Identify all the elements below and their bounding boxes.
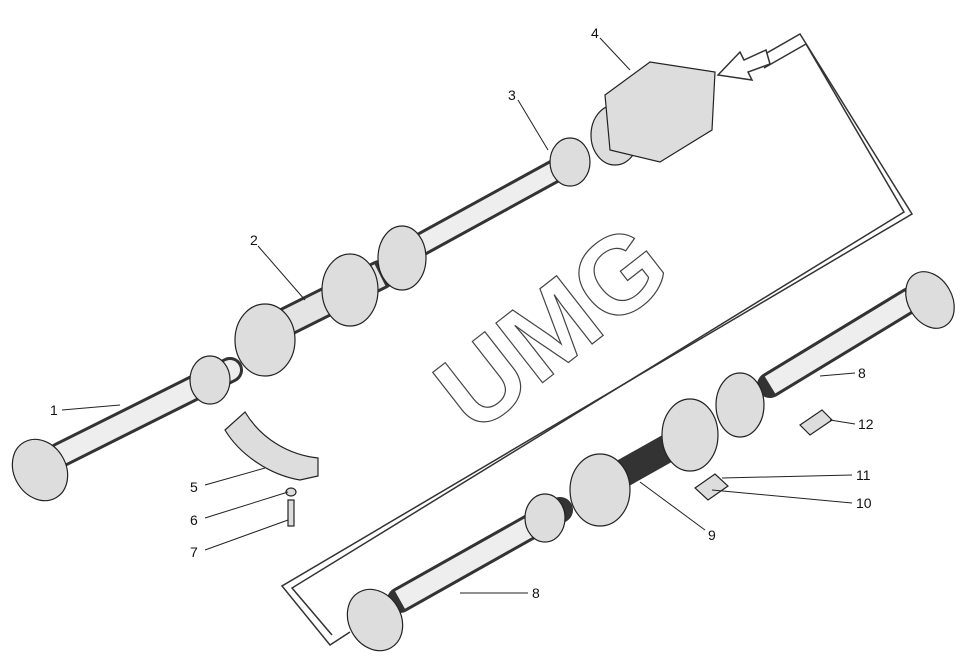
flange: [11, 438, 69, 502]
callout-8-lower: 8: [532, 585, 540, 601]
callout-11: 11: [856, 467, 871, 483]
upper-driveshaft: [11, 61, 716, 502]
callout-1: 1: [50, 402, 58, 418]
callout-4: 4: [591, 25, 599, 41]
callout-7: 7: [190, 544, 198, 560]
intermediate-support-bearing: [234, 303, 296, 377]
bolt: [287, 499, 295, 527]
flange: [715, 372, 765, 438]
callout-8-upper: 8: [858, 365, 866, 381]
bearing-clamp: [224, 411, 319, 481]
flange: [377, 225, 427, 291]
callout-9: 9: [708, 527, 716, 543]
flange: [346, 588, 404, 652]
callout-12: 12: [858, 416, 874, 432]
callout-6: 6: [190, 512, 198, 528]
callout-3: 3: [508, 87, 516, 103]
washer: [285, 487, 297, 497]
leader-lines: [61, 37, 856, 594]
universal-joint: [549, 137, 591, 187]
bolt-12: [799, 409, 833, 436]
lower-driveshaft: [346, 271, 955, 652]
nut-washer-plate: [694, 473, 729, 501]
callout-2: 2: [250, 232, 258, 248]
arrow-icon: [716, 48, 771, 81]
intermediate-support-bearing: [569, 453, 631, 527]
transfer-gearbox: [604, 61, 716, 163]
callout-5: 5: [190, 479, 198, 495]
universal-joint: [524, 493, 566, 543]
callout-10: 10: [856, 495, 872, 511]
assembly-flow-line: [280, 32, 914, 646]
flange: [905, 271, 955, 329]
universal-joint: [189, 355, 231, 405]
